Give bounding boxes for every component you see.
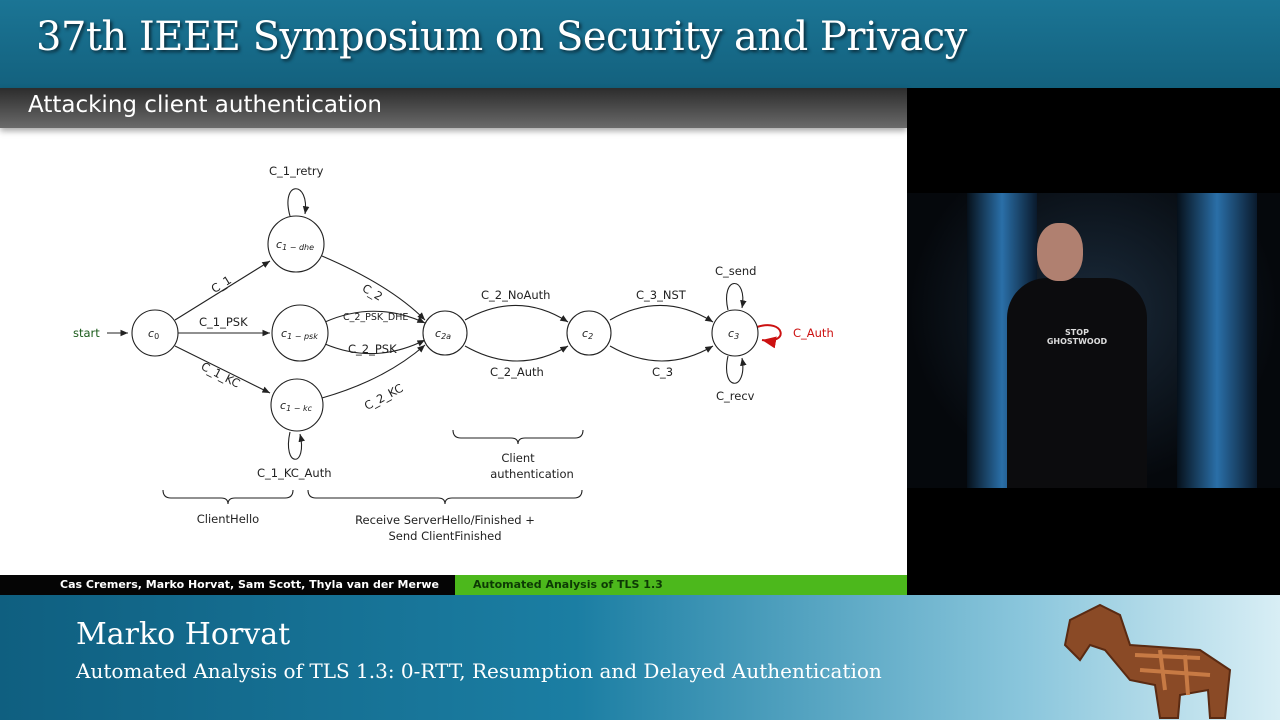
label-c2-kc: C_2_KC	[362, 381, 405, 413]
node-c3: c3	[728, 327, 739, 341]
edge-c1-kc-auth	[288, 431, 305, 460]
label-c2-psk: C_2_PSK	[348, 342, 397, 356]
edge-c2-noauth	[464, 304, 569, 323]
edge-c1	[174, 260, 271, 321]
state-diagram: c0 c1 − dhe c1 − psk c1 − kc c2a c2 c3 s…	[73, 164, 834, 543]
speaker-name: Marko Horvat	[76, 617, 291, 652]
node-c0: c0	[148, 327, 159, 341]
slide-title: Attacking client authentication	[28, 92, 382, 118]
label-c3: C_3	[652, 365, 673, 379]
edge-c-send	[726, 282, 747, 311]
start-label: start	[73, 326, 100, 340]
brace-label-receive: Receive ServerHello/Finished +	[355, 513, 535, 527]
edge-c2-psk	[324, 339, 426, 355]
conference-banner: 37th IEEE Symposium on Security and Priv…	[0, 0, 1280, 88]
label-c2-noauth: C_2_NoAuth	[481, 288, 550, 302]
speaker-video: STOP GHOSTWOOD	[907, 193, 1280, 488]
label-c2-auth: C_2_Auth	[490, 365, 544, 379]
conference-title: 37th IEEE Symposium on Security and Priv…	[36, 14, 967, 60]
label-c-auth: C_Auth	[793, 326, 834, 340]
edge-c-recv	[726, 355, 747, 384]
label-c2: C_2	[360, 281, 385, 304]
edge-c2-kc	[321, 344, 426, 399]
edge-c3	[609, 345, 714, 362]
speaker-head	[1037, 223, 1083, 281]
speaker-banner: Marko Horvat Automated Analysis of TLS 1…	[0, 595, 1280, 720]
footer-title: Automated Analysis of TLS 1.3	[455, 575, 907, 595]
label-c1-kc-auth: C_1_KC_Auth	[257, 466, 332, 480]
label-c2-psk-dhe: C_2_PSK_DHE	[343, 312, 408, 323]
braces	[162, 429, 584, 505]
edge-c1-kc	[174, 345, 271, 394]
edge-c2-auth	[464, 345, 569, 362]
label-c1-retry: C_1_retry	[269, 164, 324, 178]
edge-c1-retry	[287, 188, 310, 217]
label-c1-kc: C_1_KC	[199, 359, 243, 390]
edge-c-auth	[756, 324, 782, 349]
talk-title: Automated Analysis of TLS 1.3: 0-RTT, Re…	[76, 659, 882, 683]
edge-c2-psk-dhe	[324, 310, 426, 324]
label-c1-psk: C_1_PSK	[199, 315, 248, 329]
shirt-print: STOP GHOSTWOOD	[1046, 328, 1108, 346]
node-c1-dhe: c1 − dhe	[276, 238, 314, 252]
brace-label-receive: Send ClientFinished	[388, 529, 501, 543]
node-c1-psk: c1 − psk	[281, 327, 318, 341]
node-c2: c2	[582, 327, 593, 341]
edge-c2	[321, 255, 426, 321]
footer-authors: Cas Cremers, Marko Horvat, Sam Scott, Th…	[0, 575, 455, 595]
label-c-recv: C_recv	[716, 389, 755, 403]
slide-title-bar: Attacking client authentication	[0, 88, 907, 128]
slide: Attacking client authentication c0 c1 − …	[0, 88, 907, 595]
edge-c3-nst	[609, 304, 714, 323]
label-c1: C_1	[209, 273, 234, 296]
node-c2a: c2a	[435, 327, 451, 341]
label-c3-nst: C_3_NST	[636, 288, 687, 302]
trojan-horse-logo	[1063, 603, 1232, 719]
brace-label-clienthello: ClientHello	[197, 512, 259, 526]
label-c-send: C_send	[715, 264, 756, 278]
brace-label-client-auth: authentication	[490, 467, 574, 481]
brace-label-client-auth: Client	[501, 451, 535, 465]
node-c1-kc: c1 − kc	[280, 399, 313, 413]
speaker-figure	[1007, 278, 1147, 488]
